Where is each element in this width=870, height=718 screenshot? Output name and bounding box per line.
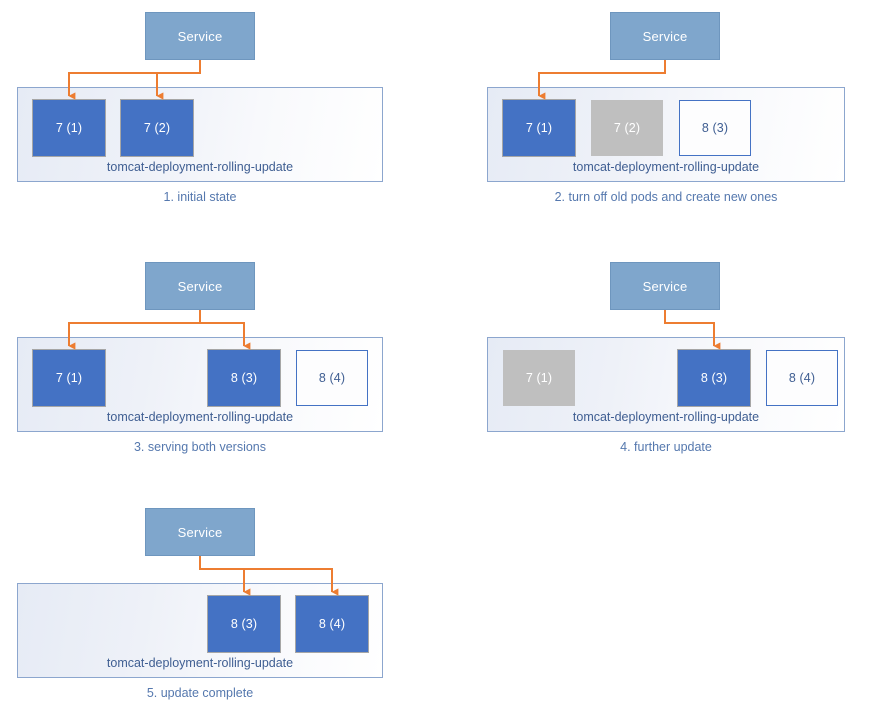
pod-7-2[interactable]: 7 (2) xyxy=(591,100,663,156)
pod-7-1[interactable]: 7 (1) xyxy=(33,350,105,406)
pod-7-1[interactable]: 7 (1) xyxy=(503,350,575,406)
pod-7-1[interactable]: 7 (1) xyxy=(503,100,575,156)
panel-caption: 3. serving both versions xyxy=(133,440,266,454)
pod-7-2[interactable]: 7 (2) xyxy=(121,100,193,156)
deployment-name-label: tomcat-deployment-rolling-update xyxy=(106,656,294,670)
deployment-name-label: tomcat-deployment-rolling-update xyxy=(572,160,760,174)
pod-8-3[interactable]: 8 (3) xyxy=(208,350,280,406)
pod-8-4[interactable]: 8 (4) xyxy=(296,350,368,406)
service-box[interactable]: Service xyxy=(145,262,255,310)
deployment-name-label: tomcat-deployment-rolling-update xyxy=(106,410,294,424)
pod-8-3[interactable]: 8 (3) xyxy=(678,350,750,406)
service-box[interactable]: Service xyxy=(610,262,720,310)
deployment-name-label: tomcat-deployment-rolling-update xyxy=(106,160,294,174)
service-box[interactable]: Service xyxy=(145,508,255,556)
deployment-name-label: tomcat-deployment-rolling-update xyxy=(572,410,760,424)
pod-7-1[interactable]: 7 (1) xyxy=(33,100,105,156)
panel-caption: 4. further update xyxy=(620,440,712,454)
pod-8-4[interactable]: 8 (4) xyxy=(296,596,368,652)
panel-caption: 5. update complete xyxy=(146,686,254,700)
pod-8-3[interactable]: 8 (3) xyxy=(679,100,751,156)
pod-8-3[interactable]: 8 (3) xyxy=(208,596,280,652)
panel-caption: 2. turn off old pods and create new ones xyxy=(554,190,778,204)
service-box[interactable]: Service xyxy=(145,12,255,60)
service-box[interactable]: Service xyxy=(610,12,720,60)
pod-8-4[interactable]: 8 (4) xyxy=(766,350,838,406)
panel-caption: 1. initial state xyxy=(163,190,237,204)
